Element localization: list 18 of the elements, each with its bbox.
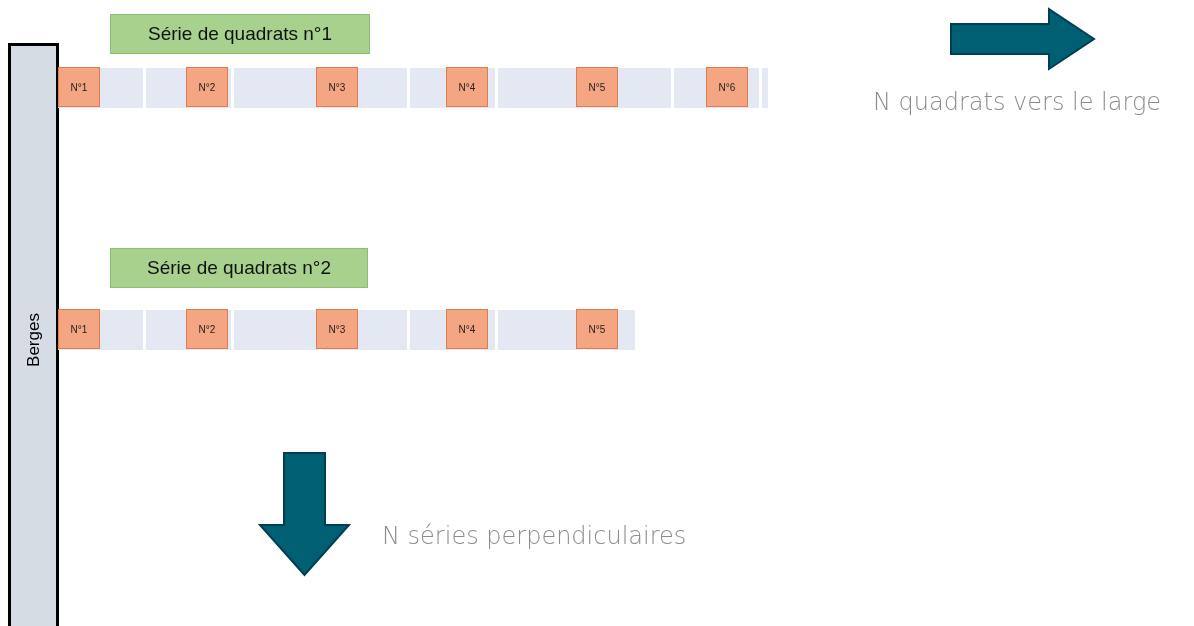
quadrat-square: N°2 (186, 67, 228, 107)
riverbank-bar: Berges (8, 43, 59, 626)
quadrat-square: N°1 (58, 309, 100, 349)
quadrat-strip (58, 68, 768, 108)
series-title-box: Série de quadrats n°2 (110, 248, 368, 288)
direction-note: N séries perpendiculaires (382, 522, 687, 550)
direction-note: N quadrats vers le large (873, 88, 1162, 116)
series-title-box: Série de quadrats n°1 (110, 14, 370, 54)
quadrat-square: N°4 (446, 309, 488, 349)
quadrat-square: N°3 (316, 309, 358, 349)
quadrat-strip (58, 310, 635, 350)
quadrat-square: N°4 (446, 67, 488, 107)
quadrat-square: N°6 (706, 67, 748, 107)
quadrat-square: N°3 (316, 67, 358, 107)
quadrat-square: N°1 (58, 67, 100, 107)
quadrat-square: N°2 (186, 309, 228, 349)
quadrat-square: N°5 (576, 309, 618, 349)
quadrat-square: N°5 (576, 67, 618, 107)
